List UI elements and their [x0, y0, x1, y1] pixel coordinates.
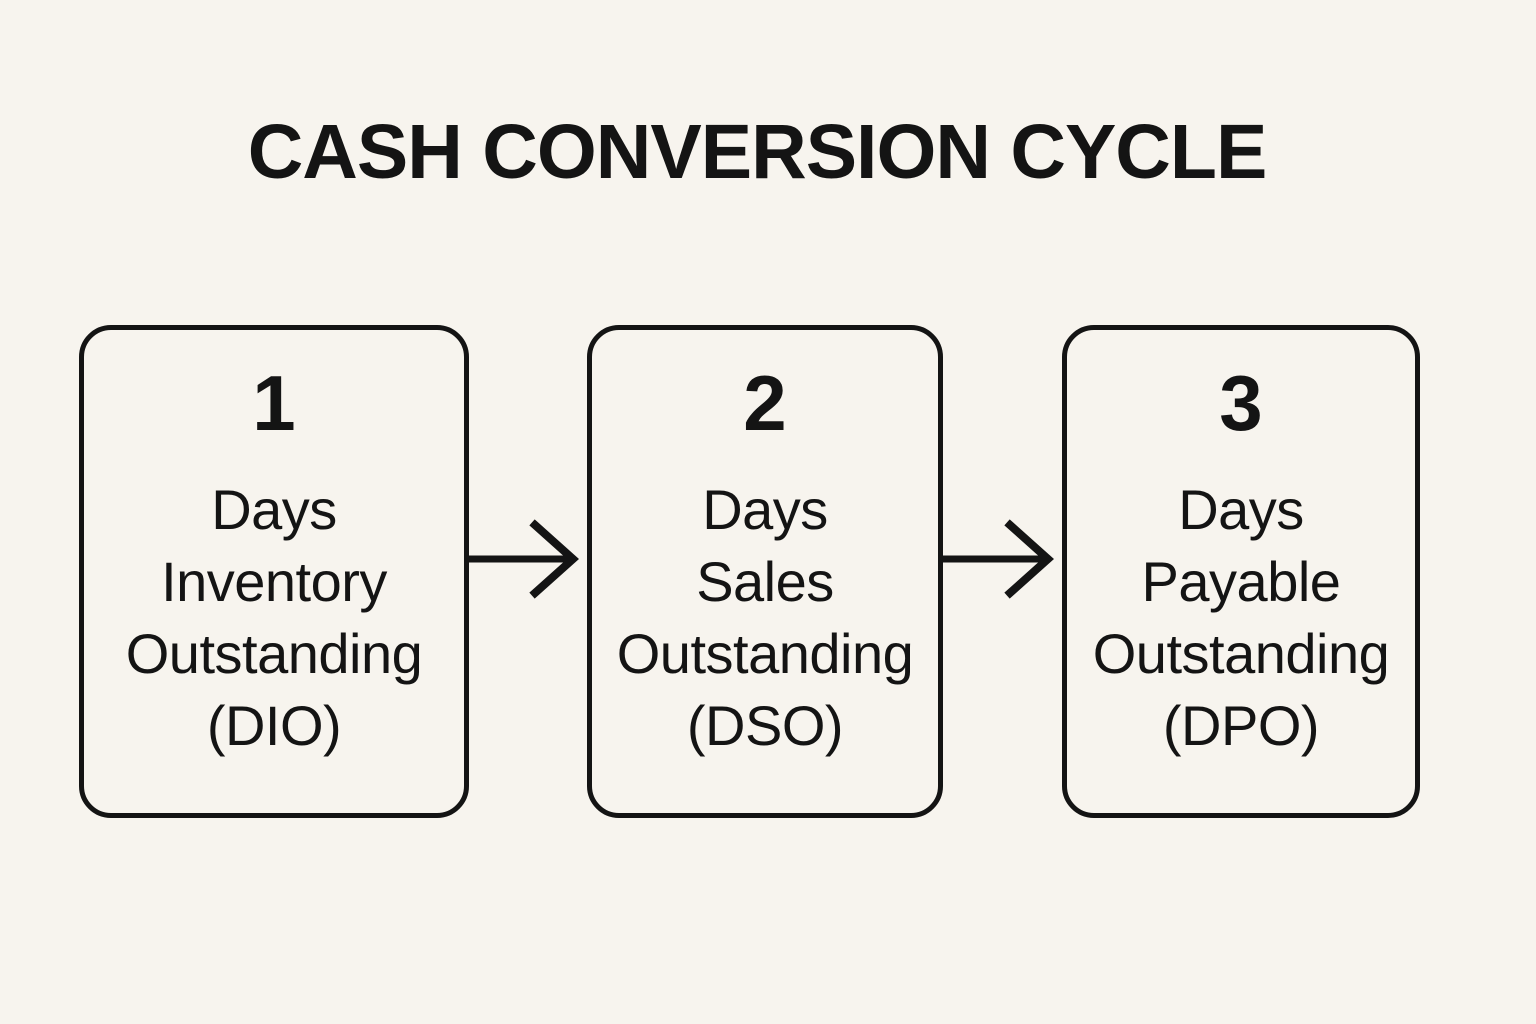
stage-label-line: Outstanding: [1092, 622, 1390, 685]
stage-label-line: Outstanding: [616, 622, 914, 685]
stage-label-line: (DPO): [1162, 694, 1320, 757]
stage-label-line: Days: [211, 478, 337, 541]
stage-number: 2: [743, 359, 787, 447]
stage-number: 1: [252, 359, 296, 447]
stage-box-dso: 2 Days Sales Outstanding (DSO): [587, 325, 943, 818]
stage-label: Days Sales Outstanding (DSO): [616, 474, 914, 762]
arrow-right-icon: [469, 514, 587, 604]
stage-label-line: (DSO): [686, 694, 844, 757]
diagram-title: CASH CONVERSION CYCLE: [247, 109, 1268, 195]
stage-label-line: Inventory: [161, 550, 387, 613]
stage-box-dio: 1 Days Inventory Outstanding (DIO): [79, 325, 469, 818]
flow-row: 1 Days Inventory Outstanding (DIO) 2 Day…: [79, 325, 1420, 818]
stage-label: Days Inventory Outstanding (DIO): [125, 474, 423, 762]
stage-box-dpo: 3 Days Payable Outstanding (DPO): [1062, 325, 1420, 818]
stage-label-line: Days: [1178, 478, 1304, 541]
stage-label-line: Sales: [696, 550, 834, 613]
arrow-right-icon: [943, 514, 1062, 604]
stage-label-line: Outstanding: [125, 622, 423, 685]
stage-label-line: (DIO): [206, 694, 342, 757]
stage-label: Days Payable Outstanding (DPO): [1092, 474, 1390, 762]
stage-number: 3: [1219, 359, 1263, 447]
stage-label-line: Days: [702, 478, 828, 541]
stage-label-line: Payable: [1141, 550, 1341, 613]
